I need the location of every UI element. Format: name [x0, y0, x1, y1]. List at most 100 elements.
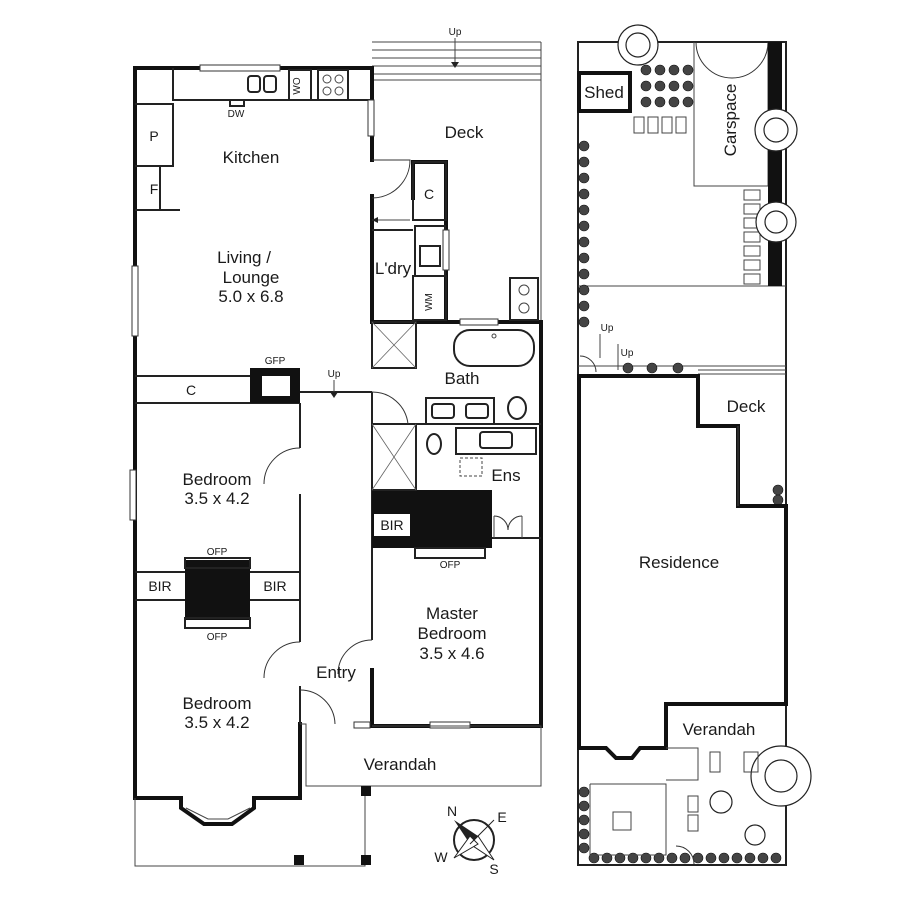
shrub-13 [578, 156, 590, 168]
verandah-label: Verandah [364, 755, 437, 774]
shrub-8 [640, 96, 652, 108]
floor-plan: Kitchen Living / Lounge 5.0 x 6.8 Deck L… [129, 27, 543, 877]
residence-label: Residence [639, 553, 719, 572]
shrub-41 [622, 362, 634, 374]
fireplaces [184, 368, 492, 629]
shrub-18 [578, 236, 590, 248]
shrub-64 [772, 484, 784, 496]
bedroom-window [129, 469, 137, 521]
shrub-16 [578, 204, 590, 216]
master-size: 3.5 x 4.6 [419, 644, 484, 663]
shrub-60 [578, 800, 590, 812]
shrub-51 [679, 852, 691, 864]
gfp-label: GFP [265, 356, 286, 367]
shrub-65 [772, 494, 784, 506]
master-label-line1: Master [426, 604, 478, 623]
laundry-label: L'dry [375, 259, 412, 278]
laundry-fixtures [372, 161, 539, 326]
master-label-line2: Bedroom [418, 624, 487, 643]
shrub-20 [578, 268, 590, 280]
living-cupboard-label: C [186, 382, 196, 398]
site-verandah-label: Verandah [683, 720, 756, 739]
compass-e: E [497, 809, 506, 825]
dishwasher-label: DW [228, 109, 245, 120]
shrub-21 [578, 284, 590, 296]
shed [577, 71, 632, 113]
shrub-22 [578, 300, 590, 312]
shrub-42 [646, 362, 658, 374]
shrub-17 [578, 220, 590, 232]
bir-master-label: BIR [380, 517, 403, 533]
shrub-5 [654, 80, 666, 92]
shrub-14 [578, 172, 590, 184]
site-up-label-1: Up [601, 323, 614, 334]
shrub-63 [578, 842, 590, 854]
pantry-label: P [149, 128, 158, 144]
shrub-61 [578, 814, 590, 826]
verandah-area [134, 723, 542, 867]
bir-left-label: BIR [148, 578, 171, 594]
washing-machine-label: WM [424, 293, 435, 311]
shrub-57 [757, 852, 769, 864]
shrub-19 [578, 252, 590, 264]
bir-right-label: BIR [263, 578, 286, 594]
bedroom2-label: Bedroom [183, 694, 252, 713]
deck-up-label: Up [449, 27, 462, 38]
fridge-label: F [150, 181, 159, 197]
bedroom1-label: Bedroom [183, 470, 252, 489]
shrub-15 [578, 188, 590, 200]
pavers [633, 116, 761, 285]
shrub-55 [731, 852, 743, 864]
shrub-10 [668, 96, 680, 108]
pantry-fridge [135, 103, 180, 211]
trees [617, 24, 812, 846]
deck-label: Deck [445, 123, 484, 142]
site-deck-label: Deck [727, 397, 766, 416]
shrub-7 [682, 80, 694, 92]
laundry-cupboard-label: C [424, 186, 434, 202]
shrub-2 [668, 64, 680, 76]
shrub-9 [654, 96, 666, 108]
ofp-upper-label: OFP [207, 547, 228, 558]
compass-w: W [434, 849, 448, 865]
shrub-56 [744, 852, 756, 864]
living-label-line1: Living / [217, 248, 271, 267]
bedroom1-size: 3.5 x 4.2 [184, 489, 249, 508]
ensuite-label: Ens [491, 466, 520, 485]
bath-label: Bath [445, 369, 480, 388]
shrub-11 [682, 96, 694, 108]
hedge [768, 42, 782, 286]
ofp-master-label: OFP [440, 560, 461, 571]
ofp-lower-label: OFP [207, 632, 228, 643]
shrub-62 [578, 828, 590, 840]
shrub-12 [578, 140, 590, 152]
shrub-53 [705, 852, 717, 864]
shrub-3 [682, 64, 694, 76]
shrub-6 [668, 80, 680, 92]
kitchen-label: Kitchen [223, 148, 280, 167]
compass-n: N [447, 803, 457, 819]
bay-window [179, 796, 256, 826]
compass-rose [453, 819, 495, 861]
shed-label: Shed [584, 83, 624, 102]
door-swings [263, 159, 523, 725]
kitchen-bench [172, 64, 375, 137]
entry-window [353, 721, 371, 729]
deck-area [372, 38, 542, 322]
shrub-54 [718, 852, 730, 864]
carspace-label: Carspace [721, 84, 740, 157]
master-window [429, 721, 471, 729]
shrub-4 [640, 80, 652, 92]
bathroom-fixtures [371, 321, 537, 491]
shrub-23 [578, 316, 590, 328]
shrub-59 [578, 786, 590, 798]
shrub-52 [692, 852, 704, 864]
entry-label: Entry [316, 663, 356, 682]
shrub-58 [770, 852, 782, 864]
wall-oven-label: WO [292, 77, 303, 94]
bedroom2-size: 3.5 x 4.2 [184, 713, 249, 732]
shrubs [578, 44, 784, 864]
site-plan: Shed Carspace [577, 24, 812, 866]
site-up-label-2: Up [621, 348, 634, 359]
